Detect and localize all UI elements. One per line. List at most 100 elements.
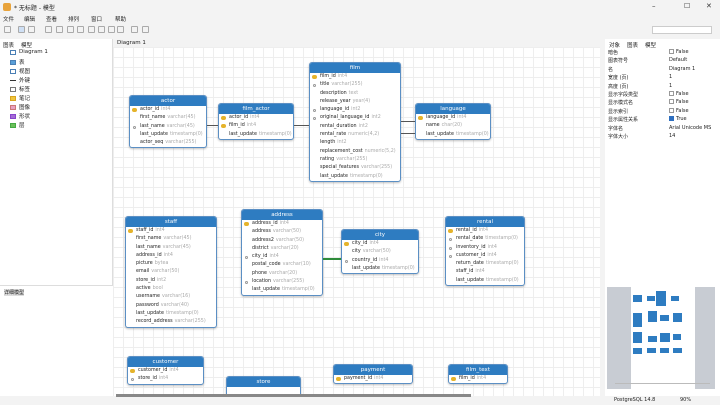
view-tool-icon[interactable]	[56, 26, 63, 33]
layer-tool-icon[interactable]	[117, 26, 124, 33]
hand-icon[interactable]	[28, 26, 35, 33]
property-value[interactable]: True	[669, 116, 687, 122]
checkbox[interactable]	[669, 107, 674, 113]
property-value[interactable]: False	[669, 49, 689, 55]
shape-tool-icon[interactable]	[108, 26, 115, 33]
tab-object[interactable]: 对象	[609, 43, 621, 49]
image-tool-icon[interactable]	[98, 26, 105, 33]
menu-help[interactable]: 帮助	[115, 17, 127, 23]
checkbox[interactable]	[669, 91, 674, 96]
property-value[interactable]: False	[669, 107, 689, 114]
label-tool-icon[interactable]	[77, 26, 84, 33]
maximize-icon[interactable]: ☐	[684, 2, 691, 10]
relationship-line[interactable]	[323, 258, 341, 260]
table-header[interactable]: address	[242, 210, 322, 220]
zoom-in-icon[interactable]	[131, 26, 138, 33]
table-header[interactable]: rental	[446, 217, 524, 227]
tree-item-diagram[interactable]: Diagram 1	[10, 49, 48, 55]
zoom-slider[interactable]	[615, 383, 710, 384]
property-value[interactable]: Arial Unicode MS	[669, 124, 712, 131]
table-header[interactable]: customer	[128, 357, 203, 367]
tree-item-tables[interactable]: 表	[10, 58, 25, 66]
pointer-icon[interactable]	[18, 26, 25, 33]
tab-model-props[interactable]: 模型	[645, 43, 657, 49]
property-value[interactable]: False	[669, 91, 689, 97]
tree-item-images[interactable]: 图像	[10, 103, 30, 111]
property-value[interactable]: 1	[669, 82, 673, 89]
relationship-line[interactable]	[207, 125, 218, 126]
zoom-out-icon[interactable]	[142, 26, 149, 33]
property-value[interactable]: False	[669, 99, 689, 105]
table-header[interactable]: film	[310, 63, 400, 73]
note-tool-icon[interactable]	[88, 26, 95, 33]
property-row[interactable]: 高度 (页)1	[608, 83, 718, 90]
relationship-line[interactable]	[401, 121, 415, 122]
save-icon[interactable]	[4, 26, 11, 33]
minimize-icon[interactable]: –	[652, 2, 656, 10]
tab-diagram-1[interactable]: Diagram 1	[117, 40, 146, 46]
search-input[interactable]	[652, 26, 712, 34]
checkbox[interactable]	[669, 49, 674, 54]
close-icon[interactable]: ✕	[706, 2, 712, 10]
tree-item-views[interactable]: 视图	[10, 67, 30, 75]
property-value[interactable]: Default	[669, 57, 688, 64]
menu-window[interactable]: 窗口	[91, 17, 103, 23]
tab-diagram[interactable]: 图表	[3, 43, 15, 49]
